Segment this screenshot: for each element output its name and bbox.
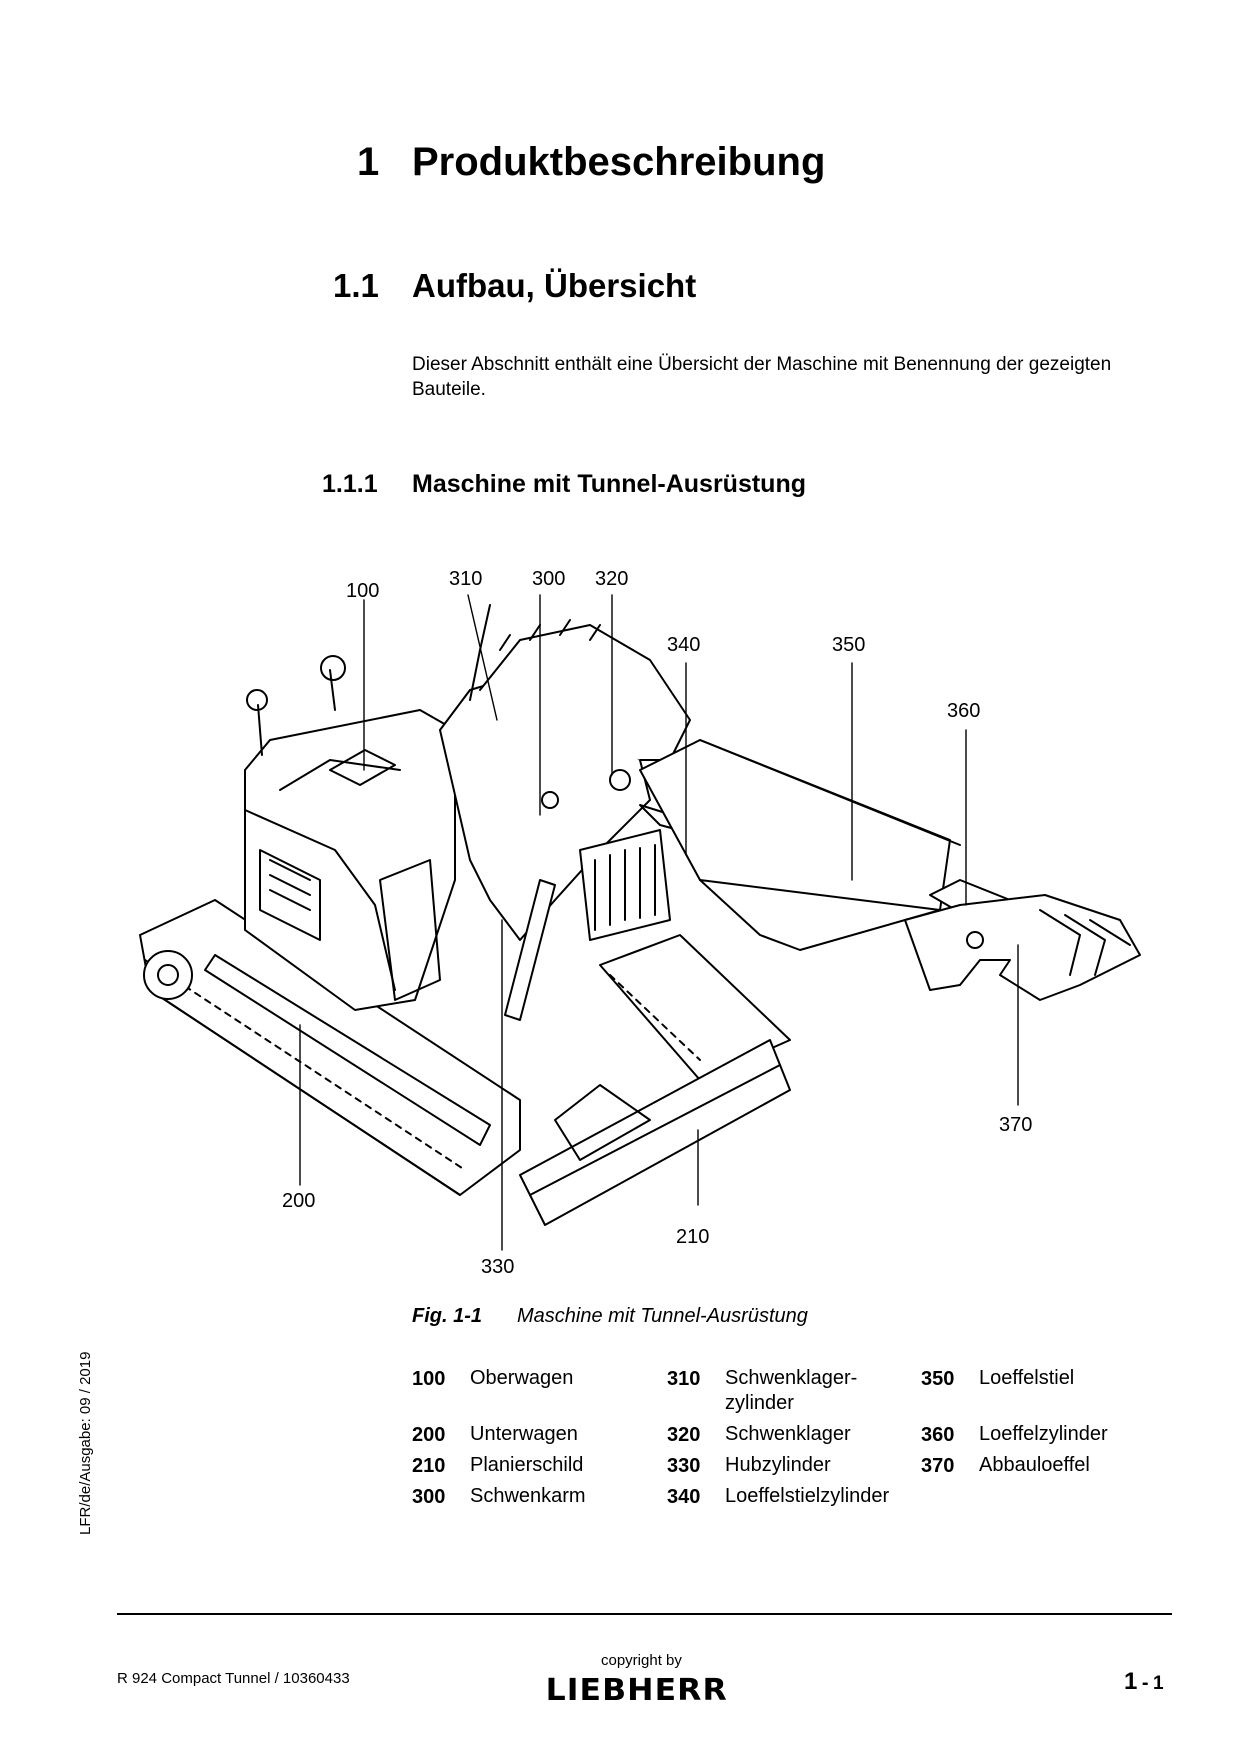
page-index: 1 [1152,1673,1164,1694]
legend-number: 100 [412,1368,446,1390]
footer-rule [117,1613,1172,1615]
lift-cylinder-shape [504,879,556,1021]
liebherr-logo: LIEBHERR [545,1673,728,1708]
machine-illustration [139,594,1141,1251]
callout-330: 330 [481,1256,515,1278]
callout-320: 320 [595,568,629,590]
leader-lines [299,594,1019,1251]
legend-number: 310 [667,1368,701,1390]
legend-label: Loeffelstiel [979,1367,1075,1389]
legend-number: 210 [412,1455,446,1477]
legend-label: Planierschild [470,1454,584,1476]
swing-arm-shape [439,604,691,941]
callout-100: 100 [346,580,380,602]
legend-label: Oberwagen [470,1367,574,1389]
legend-label: Unterwagen [470,1423,578,1445]
figure-caption-text: Maschine mit Tunnel-Ausrüstung [517,1305,808,1327]
intro-paragraph: Dieser Abschnitt enthält eine Übersicht … [412,354,1112,400]
document-id: R 924 Compact Tunnel / 10360433 [117,1670,350,1687]
legend-label: Abbauloeffel [979,1454,1090,1476]
legend-number: 300 [412,1486,446,1508]
copyright-label: copyright by [601,1652,682,1669]
page-separator: - [1141,1672,1149,1694]
edition-note: LFR/de/Ausgabe: 09 / 2019 [77,1351,94,1535]
callout-360: 360 [947,700,981,722]
chapter-title: Produktbeschreibung [412,140,826,184]
legend-label: Schwenklager [725,1423,851,1445]
legend-label: Loeffelstielzylinder [725,1485,890,1507]
legend-label: Schwenkarm [470,1485,586,1507]
section-number: 1.1 [333,267,379,304]
figure-caption-number: Fig. 1-1 [412,1305,483,1327]
bucket-shape [904,879,1141,1001]
callout-310: 310 [449,568,483,590]
callout-350: 350 [832,634,866,656]
legend-label: Hubzylinder [725,1454,831,1476]
callout-210: 210 [676,1226,710,1248]
legend-number: 360 [921,1424,955,1446]
stick-shape [639,739,961,951]
callout-200: 200 [282,1190,316,1212]
chapter-number: 1 [357,140,380,184]
subsection-title: Maschine mit Tunnel-Ausrüstung [412,470,806,498]
undercarriage-frame-shape [204,954,491,1146]
callout-370: 370 [999,1114,1033,1136]
subsection-number: 1.1.1 [322,470,378,498]
dozer-blade-shape [519,1039,791,1226]
legend-number: 350 [921,1368,955,1390]
legend-label: Loeffelzylinder [979,1423,1108,1445]
legend-number: 340 [667,1486,701,1508]
legend-number: 320 [667,1424,701,1446]
legend-label: Schwenklager- zylinder [725,1367,858,1414]
upper-carriage-shape [244,655,456,1011]
legend-number: 200 [412,1424,446,1446]
section-title: Aufbau, Übersicht [412,267,697,304]
callout-340: 340 [667,634,701,656]
callout-300: 300 [532,568,566,590]
page-chapter: 1 [1124,1668,1138,1695]
page-number: 1 - 1 [1124,1668,1164,1696]
legend-number: 370 [921,1455,955,1477]
legend-number: 330 [667,1455,701,1477]
right-track-shape [599,934,791,1081]
